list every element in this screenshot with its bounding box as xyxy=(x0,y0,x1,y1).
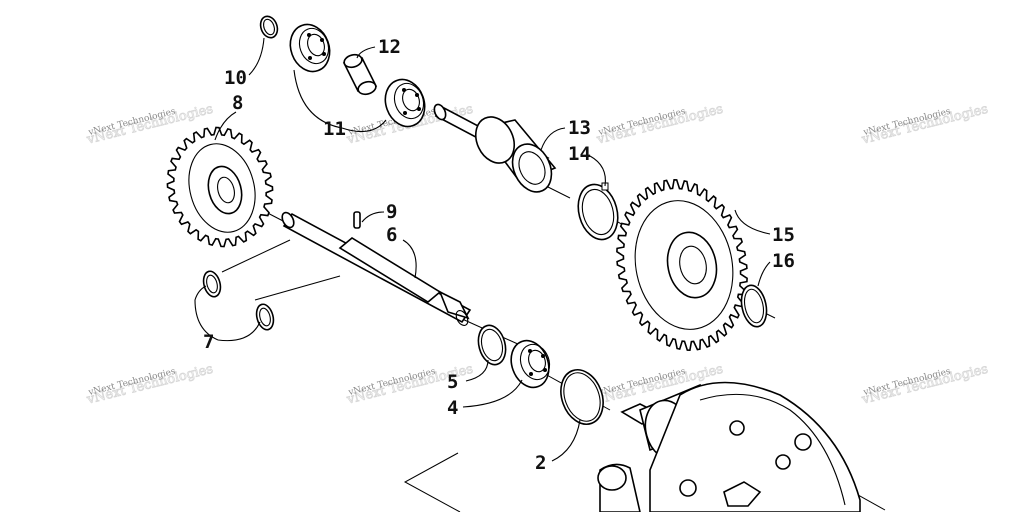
housing-assembly xyxy=(597,381,861,512)
callout-12: 12 xyxy=(378,36,401,58)
callout-16: 16 xyxy=(772,250,795,272)
snap-ring-10 xyxy=(259,15,279,39)
callout-6: 6 xyxy=(386,224,397,246)
callout-15: 15 xyxy=(772,224,795,246)
callout-numbers: 10 12 11 8 13 14 9 6 15 16 7 5 4 2 xyxy=(203,36,795,474)
leader-lines xyxy=(194,37,771,462)
callout-11: 11 xyxy=(323,118,346,140)
bearing-11-lower xyxy=(384,78,426,128)
pin-9 xyxy=(353,211,361,229)
gear-15 xyxy=(616,178,748,352)
snap-ring-14 xyxy=(577,182,619,241)
callout-9: 9 xyxy=(386,201,397,223)
snap-ring-5 xyxy=(477,324,507,366)
bearing-4 xyxy=(510,339,551,389)
callout-13: 13 xyxy=(568,117,591,139)
callout-14: 14 xyxy=(568,143,591,165)
shaft-6 xyxy=(281,211,472,326)
spacer-12 xyxy=(342,53,378,96)
gear-8 xyxy=(166,126,274,248)
snap-ring-16 xyxy=(740,284,768,328)
callout-10: 10 xyxy=(224,67,247,89)
callout-5: 5 xyxy=(447,371,458,393)
snap-ring-7-b xyxy=(255,303,275,331)
o-ring-2 xyxy=(560,369,604,425)
callout-4: 4 xyxy=(447,397,458,419)
callout-7: 7 xyxy=(203,331,214,353)
shaft-13 xyxy=(433,103,557,193)
callout-8: 8 xyxy=(232,92,243,114)
snap-ring-7-a xyxy=(202,270,222,298)
callout-2: 2 xyxy=(535,452,546,474)
bearing-11-upper xyxy=(289,23,331,73)
